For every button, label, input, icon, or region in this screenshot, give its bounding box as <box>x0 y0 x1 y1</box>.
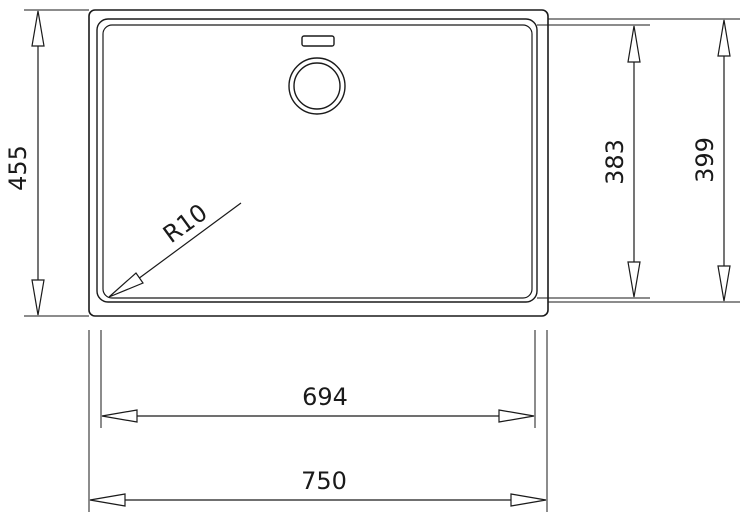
corner-radius-callout: R10 <box>108 198 242 298</box>
drain-inner-ring <box>293 62 341 110</box>
bowl-height-label: 399 <box>691 137 719 183</box>
dimension-inner-width: 694 <box>100 330 536 428</box>
outer-width-label: 750 <box>301 467 347 495</box>
sink-bowl-inner-outline <box>102 24 533 299</box>
drain-outer-ring <box>288 57 346 115</box>
dimension-bowl-height: 399 <box>548 18 740 303</box>
dimension-outer-width: 750 <box>88 330 548 512</box>
dimension-inner-height: 383 <box>537 24 650 299</box>
corner-radius-label: R10 <box>158 198 213 248</box>
inner-height-label: 383 <box>601 139 629 185</box>
sink-outer-outline <box>88 9 549 317</box>
dimension-outer-height: 455 <box>4 9 89 317</box>
outer-height-label: 455 <box>4 145 32 191</box>
sink-bowl-outline <box>96 18 538 303</box>
inner-width-label: 694 <box>302 383 348 411</box>
overflow-slot <box>301 35 335 47</box>
